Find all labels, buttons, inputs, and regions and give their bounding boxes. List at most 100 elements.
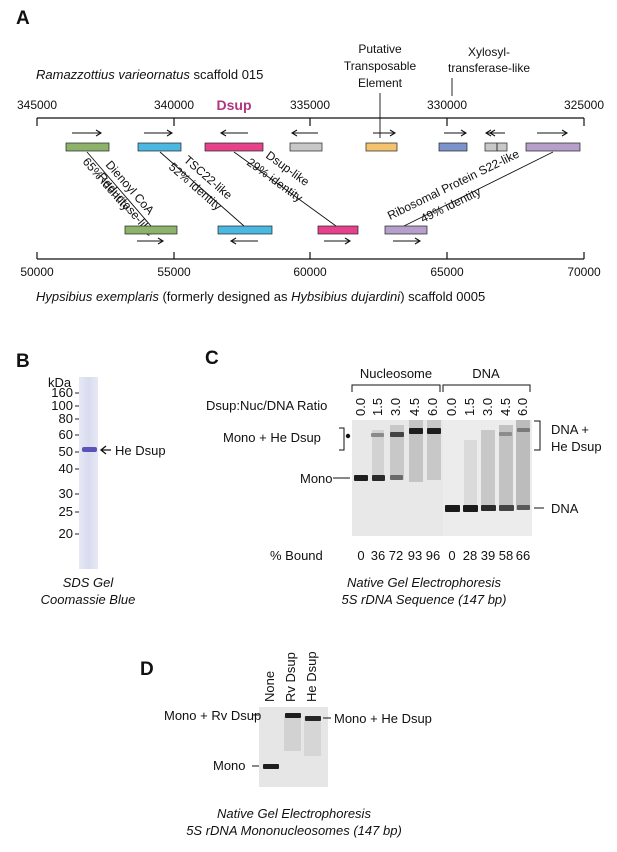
band-dna-0 <box>445 505 460 512</box>
band-shift-1 <box>371 433 384 437</box>
gene-grey-2 <box>484 142 508 152</box>
homolog-labels: Dienoyl CoA Reductase-like 65% identity … <box>80 147 522 240</box>
pct-bound-value: 96 <box>426 548 440 563</box>
bottom-genes <box>124 225 428 235</box>
panel-c-caption-2: 5S rDNA Sequence (147 bp) <box>341 592 506 607</box>
svg-text:He Dsup: He Dsup <box>115 443 166 458</box>
he-dsup-pointer: He Dsup <box>99 443 166 458</box>
mono-label-c: Mono <box>300 471 333 486</box>
band-mono-1 <box>372 475 385 481</box>
gene-tsc22-rv <box>137 142 182 152</box>
band-shift-2 <box>390 432 404 437</box>
svg-text:transferase-like: transferase-like <box>448 61 530 75</box>
rv-scaffold-label: Ramazzottius varieornatus scaffold 015 <box>36 67 263 82</box>
band-dna-1 <box>463 505 478 512</box>
panel-d-caption-2: 5S rDNA Mononucleosomes (147 bp) <box>186 823 402 838</box>
marker-ladder: 160 100 80 60 50 40 30 25 20 <box>51 385 79 541</box>
top-genes <box>65 142 581 152</box>
ratio-label-lane: 3.0 <box>480 398 495 416</box>
pct-bound-value: 0 <box>448 548 455 563</box>
dna-he-label-2: He Dsup <box>551 439 602 454</box>
te-annotation: Putative Transposable Element <box>344 42 417 138</box>
ratio-label-lane: 1.5 <box>370 398 385 416</box>
ratio-label-lane: 6.0 <box>515 398 530 416</box>
svg-text:Xylosyl-: Xylosyl- <box>468 45 510 59</box>
top-tick-label: 345000 <box>17 98 57 112</box>
kda-label: kDa <box>48 375 72 390</box>
gene-dsup-rv <box>204 142 264 152</box>
ratio-label-lane: 4.5 <box>407 398 422 416</box>
pct-bound-value: 0 <box>357 548 364 563</box>
mono-he-bracket <box>339 427 345 451</box>
dna-he-bracket <box>534 420 541 451</box>
panel-d-caption-1: Native Gel Electrophoresis <box>217 806 371 821</box>
gene-xylosyl <box>438 142 468 152</box>
band-dna-3 <box>499 505 514 511</box>
band-d-he <box>305 716 321 721</box>
gene-s22-rv <box>525 142 581 152</box>
svg-text:50: 50 <box>59 444 73 459</box>
band-d-mono <box>263 764 279 769</box>
pct-bound-value: 72 <box>389 548 403 563</box>
sds-gel-lane <box>79 377 98 569</box>
panel-d-label: D <box>140 659 154 680</box>
xylosyl-annotation: Xylosyl- transferase-like <box>448 45 530 96</box>
lane-label-he-dsup: He Dsup <box>304 651 319 702</box>
pct-bound-value: 66 <box>516 548 530 563</box>
pct-bound-value: 36 <box>371 548 385 563</box>
pct-bound-value: 39 <box>481 548 495 563</box>
panel-b-caption-1: SDS Gel <box>63 575 115 590</box>
svg-text:160: 160 <box>51 385 73 400</box>
panel-a-label: A <box>16 8 30 29</box>
panel-c-caption-1: Native Gel Electrophoresis <box>347 575 501 590</box>
lane-label-none: None <box>262 671 277 702</box>
bottom-axis: 50000 55000 60000 65000 70000 <box>20 252 601 279</box>
ratio-label-lane: 0.0 <box>353 398 368 416</box>
mono-he-dsup-label: Mono + He Dsup <box>223 430 321 445</box>
top-arrows <box>72 129 569 137</box>
band-shift-3 <box>409 428 423 434</box>
pct-bound-value: 28 <box>463 548 477 563</box>
band-dna-2 <box>481 505 496 511</box>
bottom-tick-label: 60000 <box>293 265 327 279</box>
panel-b-caption-2: Coomassie Blue <box>41 592 136 607</box>
group-nucleosome-label: Nucleosome <box>360 366 432 381</box>
group-dna-label: DNA <box>472 366 500 381</box>
gene-grey-1 <box>289 142 323 152</box>
band-dna-4 <box>517 505 530 510</box>
gel-c-bands <box>354 428 530 512</box>
bottom-tick-label: 70000 <box>567 265 601 279</box>
bottom-tick-label: 55000 <box>157 265 191 279</box>
top-tick-label: 330000 <box>427 98 467 112</box>
panel-c-label: C <box>205 348 219 369</box>
dna-label: DNA <box>551 501 579 516</box>
band-mono-0 <box>354 475 368 481</box>
ratio-label: Dsup:Nuc/DNA Ratio <box>206 398 327 413</box>
svg-text:60: 60 <box>59 427 73 442</box>
svg-text:Putative: Putative <box>358 42 402 56</box>
gel-d-bands <box>263 713 321 769</box>
band-mono-2 <box>390 475 403 480</box>
bottom-tick-label: 50000 <box>20 265 54 279</box>
ratio-label-lane: 1.5 <box>462 398 477 416</box>
gene-dsup-he <box>317 225 359 235</box>
top-axis: 345000 340000 335000 330000 325000 <box>17 98 604 126</box>
ratio-label-lane: 0.0 <box>444 398 459 416</box>
gene-s22-he <box>384 225 428 235</box>
dsup-label: Dsup <box>217 97 252 113</box>
svg-text:20: 20 <box>59 526 73 541</box>
top-tick-label: 335000 <box>290 98 330 112</box>
lane-label-rv-dsup: Rv Dsup <box>283 652 298 702</box>
bottom-tick-label: 65000 <box>430 265 464 279</box>
band-d-rv <box>285 713 301 718</box>
gel-c-smears <box>372 420 530 510</box>
svg-text:100: 100 <box>51 398 73 413</box>
bullet-dot <box>345 433 351 439</box>
panel-b-label: B <box>16 351 30 372</box>
svg-text:80: 80 <box>59 411 73 426</box>
svg-text:25: 25 <box>59 504 73 519</box>
top-tick-label: 340000 <box>154 98 194 112</box>
dna-he-label-1: DNA + <box>551 422 589 437</box>
svg-text:Transposable: Transposable <box>344 59 417 73</box>
